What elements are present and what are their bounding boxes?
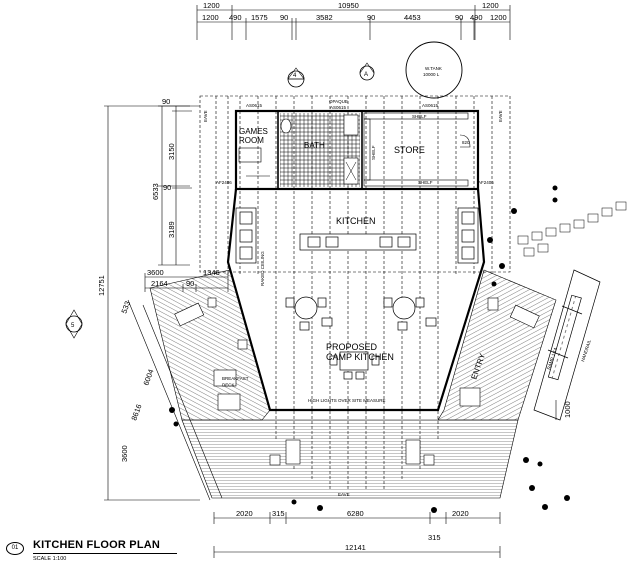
note-handrail: HANDRAIL xyxy=(580,339,592,363)
drawing-number: 01 xyxy=(6,542,24,555)
dim-left-6533: 6533 xyxy=(151,183,160,200)
note-shelf-c: SHELF xyxy=(371,145,376,160)
dim-left-6004: 6004 xyxy=(141,368,155,387)
note-raked-ceiling: RAKED CEILING xyxy=(260,251,265,286)
dim-left-3189: 3189 xyxy=(167,221,176,238)
note-shelf-b: SHELF xyxy=(418,180,433,185)
dim-left-90b: 90 xyxy=(163,183,171,192)
note-as0615-c: AS0615 xyxy=(422,103,439,108)
note-eave-bottom: EAVE xyxy=(338,492,350,497)
section-marker-a: A xyxy=(359,62,375,81)
dim-top-c: 1575 xyxy=(251,13,268,22)
right-deck xyxy=(437,269,557,421)
note-as0615-a: AS0615 xyxy=(246,103,263,108)
dim-bottom-315a: 315 xyxy=(272,509,285,518)
room-label-store: STORE xyxy=(394,145,425,155)
kitchen-counters xyxy=(235,207,479,264)
dim-left-3600a: 3600 xyxy=(147,268,164,277)
note-shelf-a: SHELF xyxy=(412,114,427,119)
bottom-dimensions xyxy=(213,400,557,558)
store-shelves xyxy=(363,112,471,187)
dim-left-overall: 12751 xyxy=(97,275,106,296)
note-820: 820 xyxy=(462,140,470,145)
room-label-kitchen: KITCHEN xyxy=(336,216,376,226)
dim-bottom-2020a: 2020 xyxy=(236,509,253,518)
bath-fixtures xyxy=(280,114,359,185)
eave-label-right: EAVE xyxy=(498,110,503,122)
dim-left-3600b: 3600 xyxy=(120,445,129,462)
note-af2406-b: AF2406 xyxy=(478,180,494,185)
note-as0615-b: AS0615 xyxy=(330,105,347,110)
note-ramp: RAMP 1:14 xyxy=(546,346,558,370)
section-marker-a-label: A xyxy=(364,72,368,78)
note-opaque: OPAQUE xyxy=(329,99,348,104)
deck-furniture xyxy=(174,297,540,466)
games-room-fixtures xyxy=(238,147,270,177)
dim-left-2164: 2164 xyxy=(151,279,168,288)
dining-furniture xyxy=(285,296,437,380)
water-tank: W.TANK 10000 L xyxy=(405,41,463,99)
dim-top-f: 90 xyxy=(367,13,375,22)
dim-left-8616: 8616 xyxy=(129,403,143,422)
dim-bottom-overall: 12141 xyxy=(345,543,366,552)
dim-left-1346: 1346 xyxy=(203,268,220,277)
dim-top-e: 3582 xyxy=(316,13,333,22)
eave-label-left: EAVE xyxy=(203,110,208,122)
note-high-lights: HIGH LIGHTS OVER SITE MEASURE xyxy=(308,398,386,403)
dim-top-h: 90 xyxy=(455,13,463,22)
dim-top-d: 90 xyxy=(280,13,288,22)
dim-bottom-315b: 315 xyxy=(428,533,441,542)
top-dimensions xyxy=(196,5,511,40)
dim-left-90a: 90 xyxy=(162,97,170,106)
dim-left-3150: 3150 xyxy=(167,143,176,160)
dim-top-a: 1200 xyxy=(202,13,219,22)
building-walls xyxy=(226,109,486,412)
dim-top-overall: 10950 xyxy=(338,1,359,10)
dim-top-1200-right: 1200 xyxy=(482,1,499,10)
dim-bottom-2020b: 2020 xyxy=(452,509,469,518)
water-tank-label-2: 10000 L xyxy=(423,72,440,77)
dim-bottom-6280: 6280 xyxy=(347,509,364,518)
landscape-plants xyxy=(169,185,570,513)
section-marker-4: 4 xyxy=(287,67,305,88)
dim-left-533: 533 xyxy=(119,300,132,315)
dim-top-b: 490 xyxy=(229,13,242,22)
dim-top-1200-left: 1200 xyxy=(203,1,220,10)
dim-top-i: 490 xyxy=(470,13,483,22)
room-label-bath: BATH xyxy=(304,141,325,150)
dim-top-j: 1200 xyxy=(490,13,507,22)
stepping-stones xyxy=(517,201,627,257)
entry-ramp xyxy=(533,269,601,421)
water-tank-label-1: W.TANK xyxy=(425,66,442,71)
title-underline xyxy=(33,553,177,554)
section-marker-4-label: 4 xyxy=(293,73,297,79)
dim-ramp-1000: 1000 xyxy=(563,401,572,418)
drawing-title: KITCHEN FLOOR PLAN xyxy=(33,539,161,551)
dim-top-g: 4453 xyxy=(404,13,421,22)
section-marker-5: 5 xyxy=(65,309,83,339)
drawing-scale: SCALE 1:100 xyxy=(33,556,67,562)
section-marker-5-label: 5 xyxy=(71,323,75,329)
front-deck xyxy=(181,419,519,499)
note-af2406-a: AF2406 xyxy=(216,180,232,185)
